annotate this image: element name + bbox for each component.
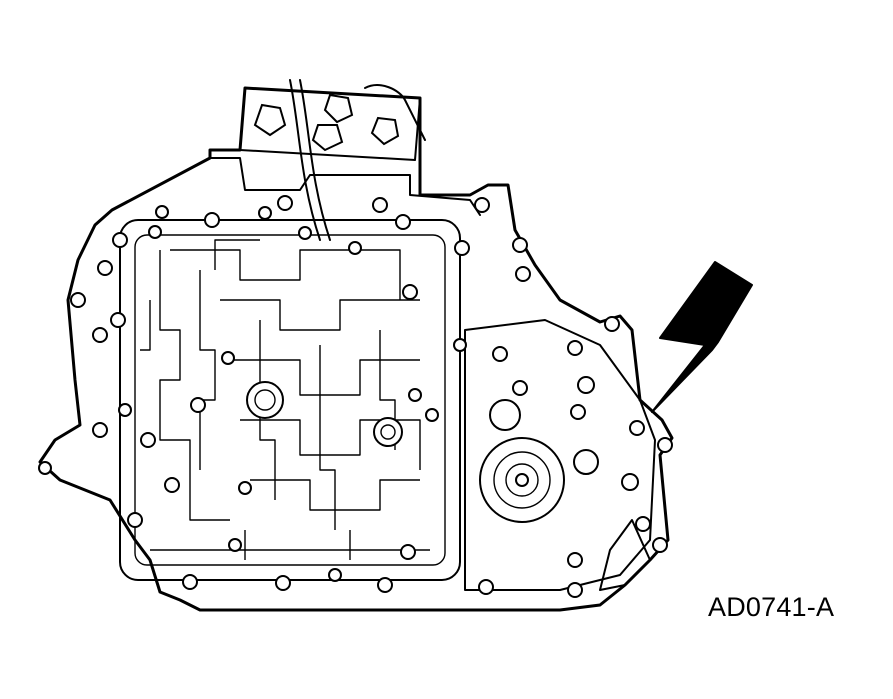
valve-body-frame [119,219,461,581]
valve-body-passages [140,239,430,560]
solenoid-connector [239,79,426,241]
valve-bore [373,417,403,447]
pointer-arrow [651,261,753,413]
mounting-bolts [38,195,673,598]
valve-bore [246,381,284,419]
side-cover [464,319,656,591]
figure-callout-code: AD0741-A [708,592,835,622]
upper-bracket [209,157,481,216]
transaxle-case-outline [38,86,674,612]
